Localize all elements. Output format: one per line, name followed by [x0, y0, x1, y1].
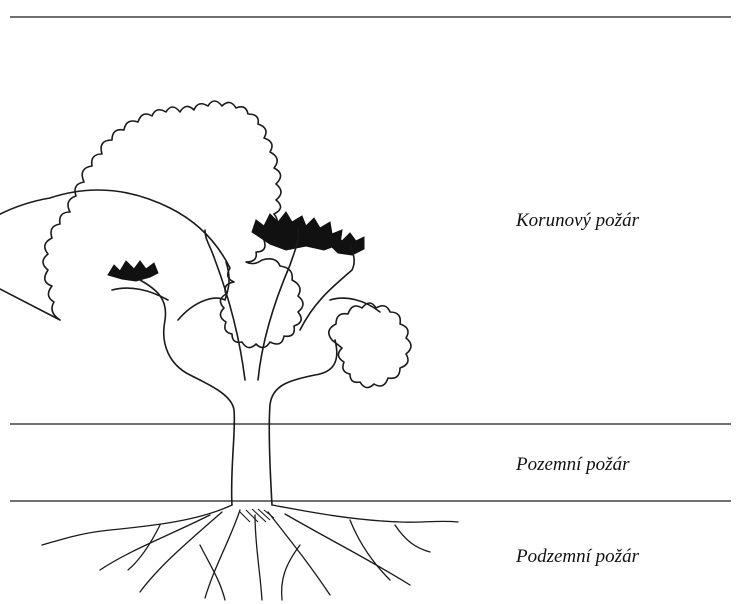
root-main-left [42, 505, 232, 545]
root-branch-a [128, 525, 160, 570]
root-down-6 [100, 515, 210, 570]
zone-label-crown-fire: Korunový požár [516, 210, 639, 232]
root-down-1 [205, 510, 240, 598]
root-down-4 [140, 512, 222, 592]
tree-roots [42, 505, 458, 600]
root-branch-c [282, 545, 300, 600]
canopy-lobe-right [329, 303, 411, 388]
root-branch-d [200, 545, 225, 600]
zone-label-ground-fire: Podzemní požár [516, 546, 639, 568]
root-branch-e [395, 525, 430, 552]
root-down-5 [285, 514, 410, 585]
zone-label-surface-fire: Pozemní požár [516, 454, 629, 476]
root-down-2 [255, 515, 262, 600]
root-branch-b [350, 520, 390, 580]
root-main-right [272, 505, 458, 522]
trunk-right-edge [269, 340, 337, 505]
burnt-patch-left [108, 261, 158, 281]
root-down-3 [268, 512, 330, 595]
burnt-patch-right [330, 233, 364, 255]
scorched-root-crown [240, 509, 274, 522]
